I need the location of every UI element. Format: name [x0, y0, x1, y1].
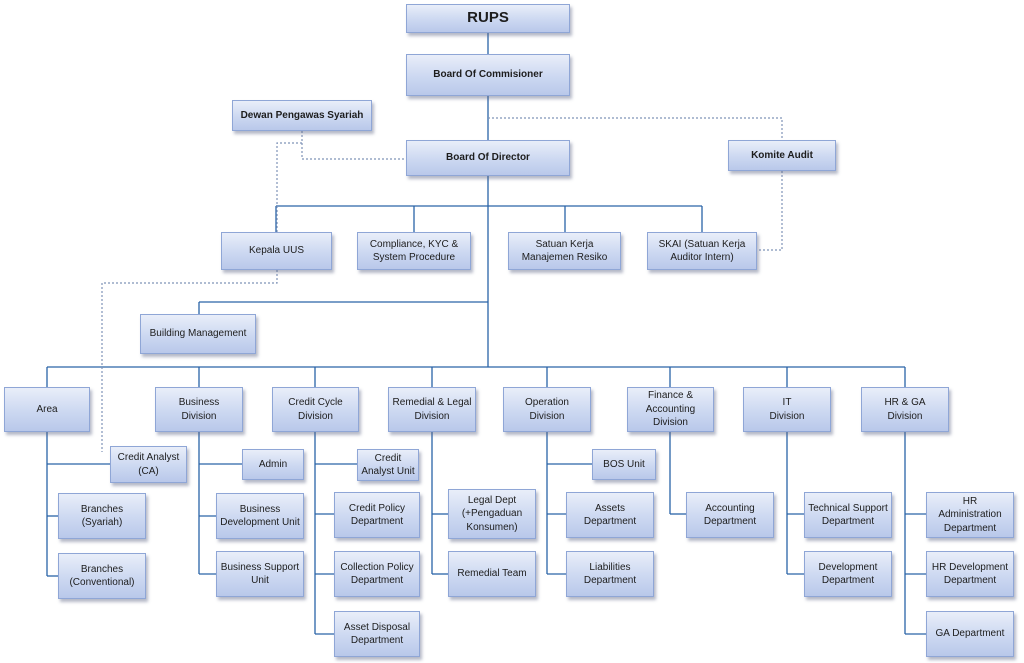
compliance-label: Compliance, KYC & System Procedure [369, 238, 459, 264]
business-development-unit-label: Business Development Unit [220, 503, 300, 529]
board-of-director-label: Board Of Director [446, 152, 530, 164]
development-department-label: Development Department [818, 561, 878, 587]
ga-department-box: GA Department [926, 611, 1014, 657]
assets-department-label: Assets Department [583, 502, 637, 528]
bos-unit-label: BOS Unit [603, 458, 645, 470]
finance-accounting-division-box: Finance & Accounting Division [627, 387, 714, 432]
asset-disposal-department-label: Asset Disposal Department [343, 621, 411, 647]
credit-analyst-ca-label: Credit Analyst (CA) [117, 452, 180, 477]
technical-support-department-box: Technical Support Department [804, 492, 892, 538]
remedial-team-label: Remedial Team [457, 568, 527, 580]
legal-dept-label: Legal Dept (+Pengaduan Konsumen) [461, 494, 523, 533]
credit-cycle-division-box: Credit Cycle Division [272, 387, 359, 432]
board-of-director-box: Board Of Director [406, 140, 570, 176]
board-of-commissioner-label: Board Of Commisioner [433, 69, 543, 81]
collection-policy-department-label: Collection Policy Department [340, 561, 414, 587]
assets-department-box: Assets Department [566, 492, 654, 538]
remedial-legal-division-label: Remedial & Legal Division [392, 397, 472, 422]
finance-accounting-division-label: Finance & Accounting Division [645, 390, 696, 429]
operation-division-label: Operation Division [525, 397, 569, 422]
admin-box: Admin [242, 449, 304, 480]
building-management-label: Building Management [149, 328, 247, 340]
komite-audit-box: Komite Audit [728, 140, 836, 171]
asset-disposal-department-box: Asset Disposal Department [334, 611, 420, 657]
business-support-unit-label: Business Support Unit [220, 561, 300, 587]
compliance-box: Compliance, KYC & System Procedure [357, 232, 471, 270]
branches-conventional-box: Branches (Conventional) [58, 553, 146, 599]
kepala-uus-label: Kepala UUS [248, 245, 305, 257]
hr-administration-department-box: HR Administration Department [926, 492, 1014, 538]
remedial-legal-division-box: Remedial & Legal Division [388, 387, 476, 432]
ga-department-label: GA Department [935, 628, 1005, 640]
skai-label: SKAI (Satuan Kerja Auditor Intern) [658, 238, 746, 264]
satuan-kerja-label: Satuan Kerja Manajemen Resiko [521, 238, 608, 264]
kepala-uus-box: Kepala UUS [221, 232, 332, 270]
building-management-box: Building Management [140, 314, 256, 354]
credit-analyst-ca-box: Credit Analyst (CA) [110, 446, 187, 483]
business-division-label: Business Division [178, 397, 220, 422]
credit-cycle-division-label: Credit Cycle Division [288, 397, 343, 422]
rups-box: RUPS [406, 4, 570, 33]
business-development-unit-box: Business Development Unit [216, 493, 304, 539]
it-division-label: IT Division [769, 397, 805, 422]
admin-label: Admin [258, 458, 288, 470]
hr-development-department-box: HR Development Department [926, 551, 1014, 597]
liabilities-department-box: Liabilities Department [566, 551, 654, 597]
accounting-department-box: Accounting Department [686, 492, 774, 538]
hr-ga-division-box: HR & GA Division [861, 387, 949, 432]
dewan-pengawas-syariah-label: Dewan Pengawas Syariah [240, 109, 364, 121]
branches-conventional-label: Branches (Conventional) [69, 563, 135, 589]
credit-policy-department-label: Credit Policy Department [348, 502, 406, 528]
board-of-commissioner-box: Board Of Commisioner [406, 54, 570, 96]
hr-administration-department-label: HR Administration Department [938, 495, 1002, 534]
branches-syariah-box: Branches (Syariah) [58, 493, 146, 539]
hr-ga-division-label: HR & GA Division [884, 397, 926, 422]
credit-analyst-unit-label: Credit Analyst Unit [361, 452, 415, 478]
credit-policy-department-box: Credit Policy Department [334, 492, 420, 538]
rups-label: RUPS [467, 9, 509, 27]
operation-division-box: Operation Division [503, 387, 591, 432]
komite-audit-label: Komite Audit [751, 149, 813, 161]
business-division-box: Business Division [155, 387, 243, 432]
liabilities-department-label: Liabilities Department [583, 561, 637, 587]
dewan-pengawas-syariah-box: Dewan Pengawas Syariah [232, 100, 372, 131]
hr-development-department-label: HR Development Department [931, 561, 1009, 587]
collection-policy-department-box: Collection Policy Department [334, 551, 420, 597]
area-label: Area [36, 403, 58, 415]
development-department-box: Development Department [804, 551, 892, 597]
legal-dept-box: Legal Dept (+Pengaduan Konsumen) [448, 489, 536, 539]
satuan-kerja-box: Satuan Kerja Manajemen Resiko [508, 232, 621, 270]
remedial-team-box: Remedial Team [448, 551, 536, 597]
bos-unit-box: BOS Unit [592, 449, 656, 480]
accounting-department-label: Accounting Department [703, 502, 757, 528]
area-box: Area [4, 387, 90, 432]
it-division-box: IT Division [743, 387, 831, 432]
branches-syariah-label: Branches (Syariah) [80, 503, 124, 529]
credit-analyst-unit-box: Credit Analyst Unit [357, 449, 419, 481]
technical-support-department-label: Technical Support Department [808, 502, 888, 528]
business-support-unit-box: Business Support Unit [216, 551, 304, 597]
skai-box: SKAI (Satuan Kerja Auditor Intern) [647, 232, 757, 270]
